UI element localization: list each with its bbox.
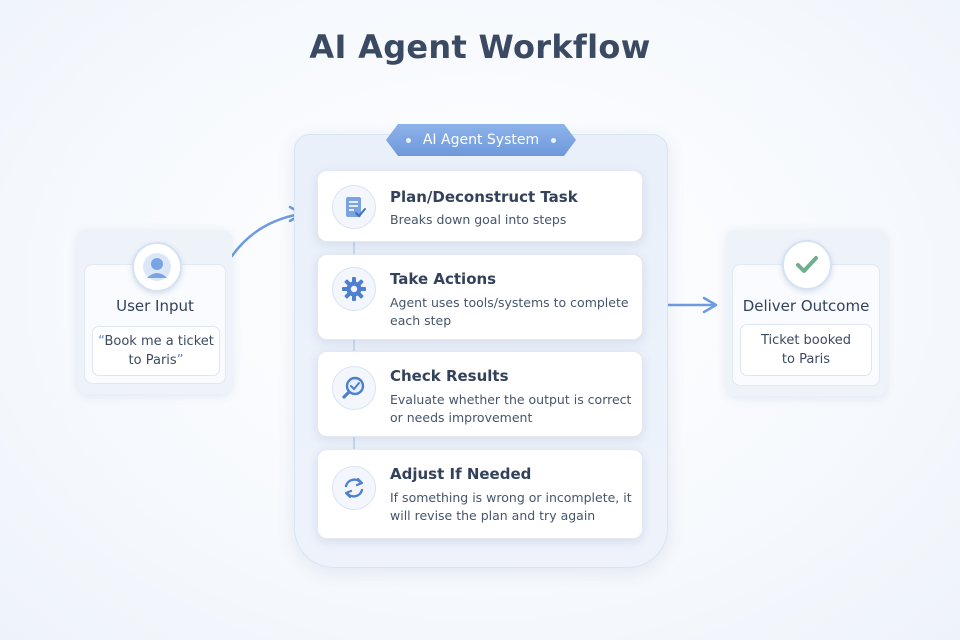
user-input-label: User Input: [116, 297, 194, 315]
outcome-result-line-2: to Paris: [781, 352, 831, 367]
step-icon-check: [332, 366, 376, 410]
step-desc-adjust: If something is wrong or incomplete, it …: [390, 489, 635, 525]
user-avatar: [132, 242, 182, 292]
step-desc-check: Evaluate whether the output is correct o…: [390, 391, 635, 427]
user-request-line-2: to Paris”: [128, 353, 184, 368]
step-icon-adjust: [332, 466, 376, 510]
step-desc-actions-line-2: each step: [390, 313, 452, 328]
refresh-icon: [344, 477, 364, 499]
step-title-adjust: Adjust If Needed: [390, 465, 532, 483]
user-icon: [143, 253, 171, 281]
agent-system-badge: AI Agent System: [386, 124, 576, 156]
magnifier-check-icon: [342, 376, 365, 399]
step-card-plan: Plan/Deconstruct Task Breaks down goal i…: [317, 170, 643, 242]
step-title-actions: Take Actions: [390, 270, 497, 288]
step-desc-adjust-line-1: If something is wrong or incomplete, it: [390, 490, 632, 505]
output-arrowhead: [702, 296, 718, 314]
step-icon-plan: [332, 185, 376, 229]
step-desc-adjust-line-2: will revise the plan and try again: [390, 508, 596, 523]
outcome-badge: [782, 240, 832, 290]
badge-dot-left: [405, 137, 411, 143]
badge-dot-right: [551, 137, 557, 143]
input-arrow: [230, 212, 302, 258]
step-card-actions: Take Actions Agent uses tools/systems to…: [317, 254, 643, 340]
page-title: AI Agent Workflow: [309, 28, 651, 66]
step-desc-plan-line-1: Breaks down goal into steps: [390, 212, 567, 227]
checkmark-icon: [796, 256, 818, 273]
step-desc-plan: Breaks down goal into steps: [390, 211, 635, 229]
step-card-check: Check Results Evaluate whether the outpu…: [317, 351, 643, 437]
step-desc-check-line-1: Evaluate whether the output is correct: [390, 392, 632, 407]
step-icon-actions: [332, 267, 376, 311]
outcome-result-box: Ticket booked to Paris: [740, 324, 872, 376]
step-desc-actions: Agent uses tools/systems to complete eac…: [390, 294, 635, 330]
step-desc-check-line-2: or needs improvement: [390, 410, 533, 425]
gear-icon: [342, 277, 366, 301]
user-request-line-1: “Book me a ticket: [98, 334, 214, 349]
agent-system-label: AI Agent System: [422, 132, 540, 148]
outcome-result-line-1: Ticket booked: [760, 333, 852, 348]
step-desc-actions-line-1: Agent uses tools/systems to complete: [390, 295, 629, 310]
outcome-label: Deliver Outcome: [742, 297, 870, 315]
step-title-check: Check Results: [390, 367, 509, 385]
user-input-card: User Input “Book me a ticket to Paris”: [78, 230, 232, 394]
step-card-adjust: Adjust If Needed If something is wrong o…: [317, 449, 643, 539]
outcome-card: Deliver Outcome Ticket booked to Paris: [726, 230, 886, 396]
checklist-icon: [346, 197, 366, 218]
user-request-box: “Book me a ticket to Paris”: [92, 326, 220, 376]
step-title-plan: Plan/Deconstruct Task: [390, 188, 578, 206]
steps-connector-line: [353, 238, 355, 452]
